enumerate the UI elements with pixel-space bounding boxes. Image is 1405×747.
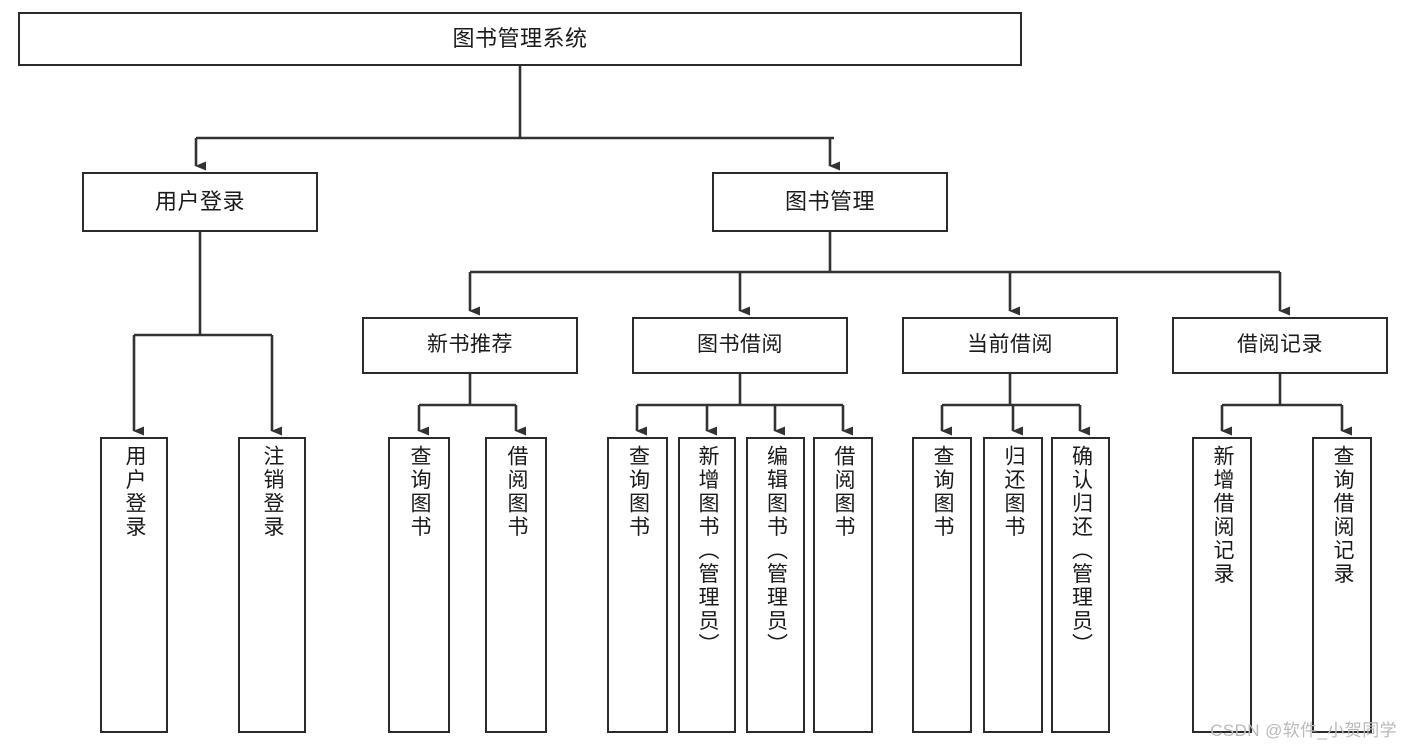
leaf-confirm-return-admin[interactable]: 确认归还（管理员） (1051, 437, 1110, 733)
node-book-borrowing-label: 图书借阅 (697, 333, 783, 357)
leaf-return-book[interactable]: 归还图书 (983, 437, 1043, 733)
leaf-query-book-borrowing[interactable]: 查询图书 (607, 437, 668, 733)
leaf-query-book-new-recommendation-label: 查询图书 (408, 445, 432, 539)
leaf-borrow-book-new-recommendation-label: 借阅图书 (505, 445, 529, 539)
leaf-query-book-current[interactable]: 查询图书 (912, 437, 972, 733)
leaf-add-book-admin-label: 新增图书（管理员） (696, 445, 720, 657)
leaf-add-book-admin[interactable]: 新增图书（管理员） (678, 437, 736, 733)
node-user-login-label: 用户登录 (154, 189, 245, 215)
leaf-edit-book-admin[interactable]: 编辑图书（管理员） (746, 437, 805, 733)
leaf-user-login[interactable]: 用户登录 (100, 437, 168, 733)
leaf-borrow-book-borrowing[interactable]: 借阅图书 (813, 437, 873, 733)
leaf-add-borrowing-record[interactable]: 新增借阅记录 (1192, 437, 1252, 733)
leaf-user-login-label: 用户登录 (123, 445, 147, 539)
leaf-query-borrowing-record-label: 查询借阅记录 (1331, 445, 1355, 586)
leaf-borrow-book-new-recommendation[interactable]: 借阅图书 (485, 437, 547, 733)
leaf-query-book-new-recommendation[interactable]: 查询图书 (388, 437, 450, 733)
node-user-login[interactable]: 用户登录 (82, 172, 318, 232)
node-book-management[interactable]: 图书管理 (712, 172, 948, 232)
leaf-edit-book-admin-label: 编辑图书（管理员） (764, 445, 788, 657)
node-borrowing-record-label: 借阅记录 (1237, 333, 1323, 357)
leaf-add-borrowing-record-label: 新增借阅记录 (1211, 445, 1235, 586)
leaf-confirm-return-admin-label: 确认归还（管理员） (1069, 445, 1093, 657)
node-root-label: 图书管理系统 (452, 26, 588, 52)
node-book-borrowing[interactable]: 图书借阅 (632, 317, 848, 374)
node-new-book-recommendation-label: 新书推荐 (427, 333, 513, 357)
leaf-logout[interactable]: 注销登录 (238, 437, 306, 733)
csdn-watermark: CSDN @软件_小贺同学 (1210, 721, 1397, 740)
node-borrowing-record[interactable]: 借阅记录 (1172, 317, 1388, 374)
leaf-query-borrowing-record[interactable]: 查询借阅记录 (1312, 437, 1372, 733)
node-current-borrowing-label: 当前借阅 (967, 333, 1053, 357)
node-root-book-management-system[interactable]: 图书管理系统 (18, 12, 1022, 66)
leaf-borrow-book-borrowing-label: 借阅图书 (832, 445, 856, 539)
node-current-borrowing[interactable]: 当前借阅 (902, 317, 1118, 374)
node-new-book-recommendation[interactable]: 新书推荐 (362, 317, 578, 374)
leaf-query-book-borrowing-label: 查询图书 (626, 445, 650, 539)
leaf-logout-label: 注销登录 (261, 445, 285, 539)
leaf-return-book-label: 归还图书 (1002, 445, 1026, 539)
leaf-query-book-current-label: 查询图书 (931, 445, 955, 539)
node-book-management-label: 图书管理 (784, 189, 875, 215)
